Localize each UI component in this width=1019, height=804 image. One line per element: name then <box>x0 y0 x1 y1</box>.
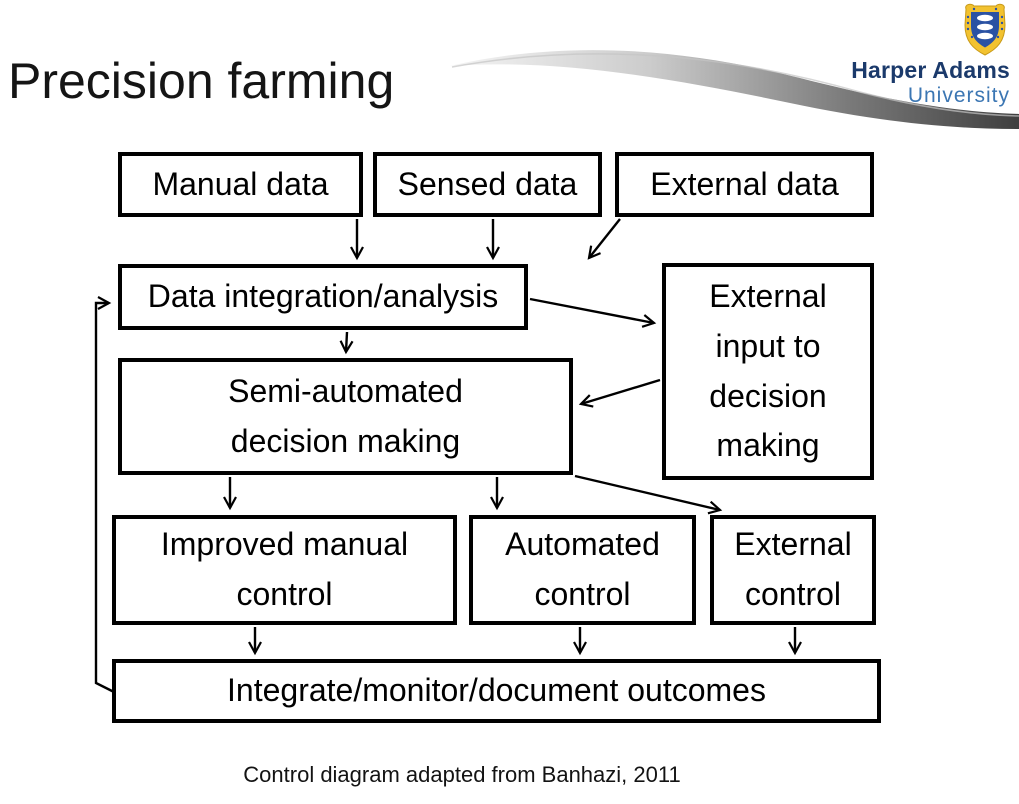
node-improved-manual-control: Improved manual control <box>112 515 457 625</box>
node-data-integration: Data integration/analysis <box>118 264 528 330</box>
node-automated-control: Automated control <box>469 515 696 625</box>
node-manual-data: Manual data <box>118 152 363 217</box>
page-title: Precision farming <box>8 53 395 109</box>
node-external-data: External data <box>615 152 874 217</box>
university-logo: Harper Adams University <box>810 3 1010 106</box>
node-outcomes: Integrate/monitor/document outcomes <box>112 659 881 723</box>
node-external-input: External input to decision making <box>662 263 874 480</box>
node-sensed-data: Sensed data <box>373 152 602 217</box>
logo-institution-subname: University <box>907 84 1010 107</box>
university-crest-icon <box>964 3 1006 56</box>
node-semi-automated: Semi-automated decision making <box>118 358 573 475</box>
node-external-control: External control <box>710 515 876 625</box>
logo-institution-name: Harper Adams <box>851 57 1010 83</box>
diagram-caption: Control diagram adapted from Banhazi, 20… <box>243 762 681 787</box>
